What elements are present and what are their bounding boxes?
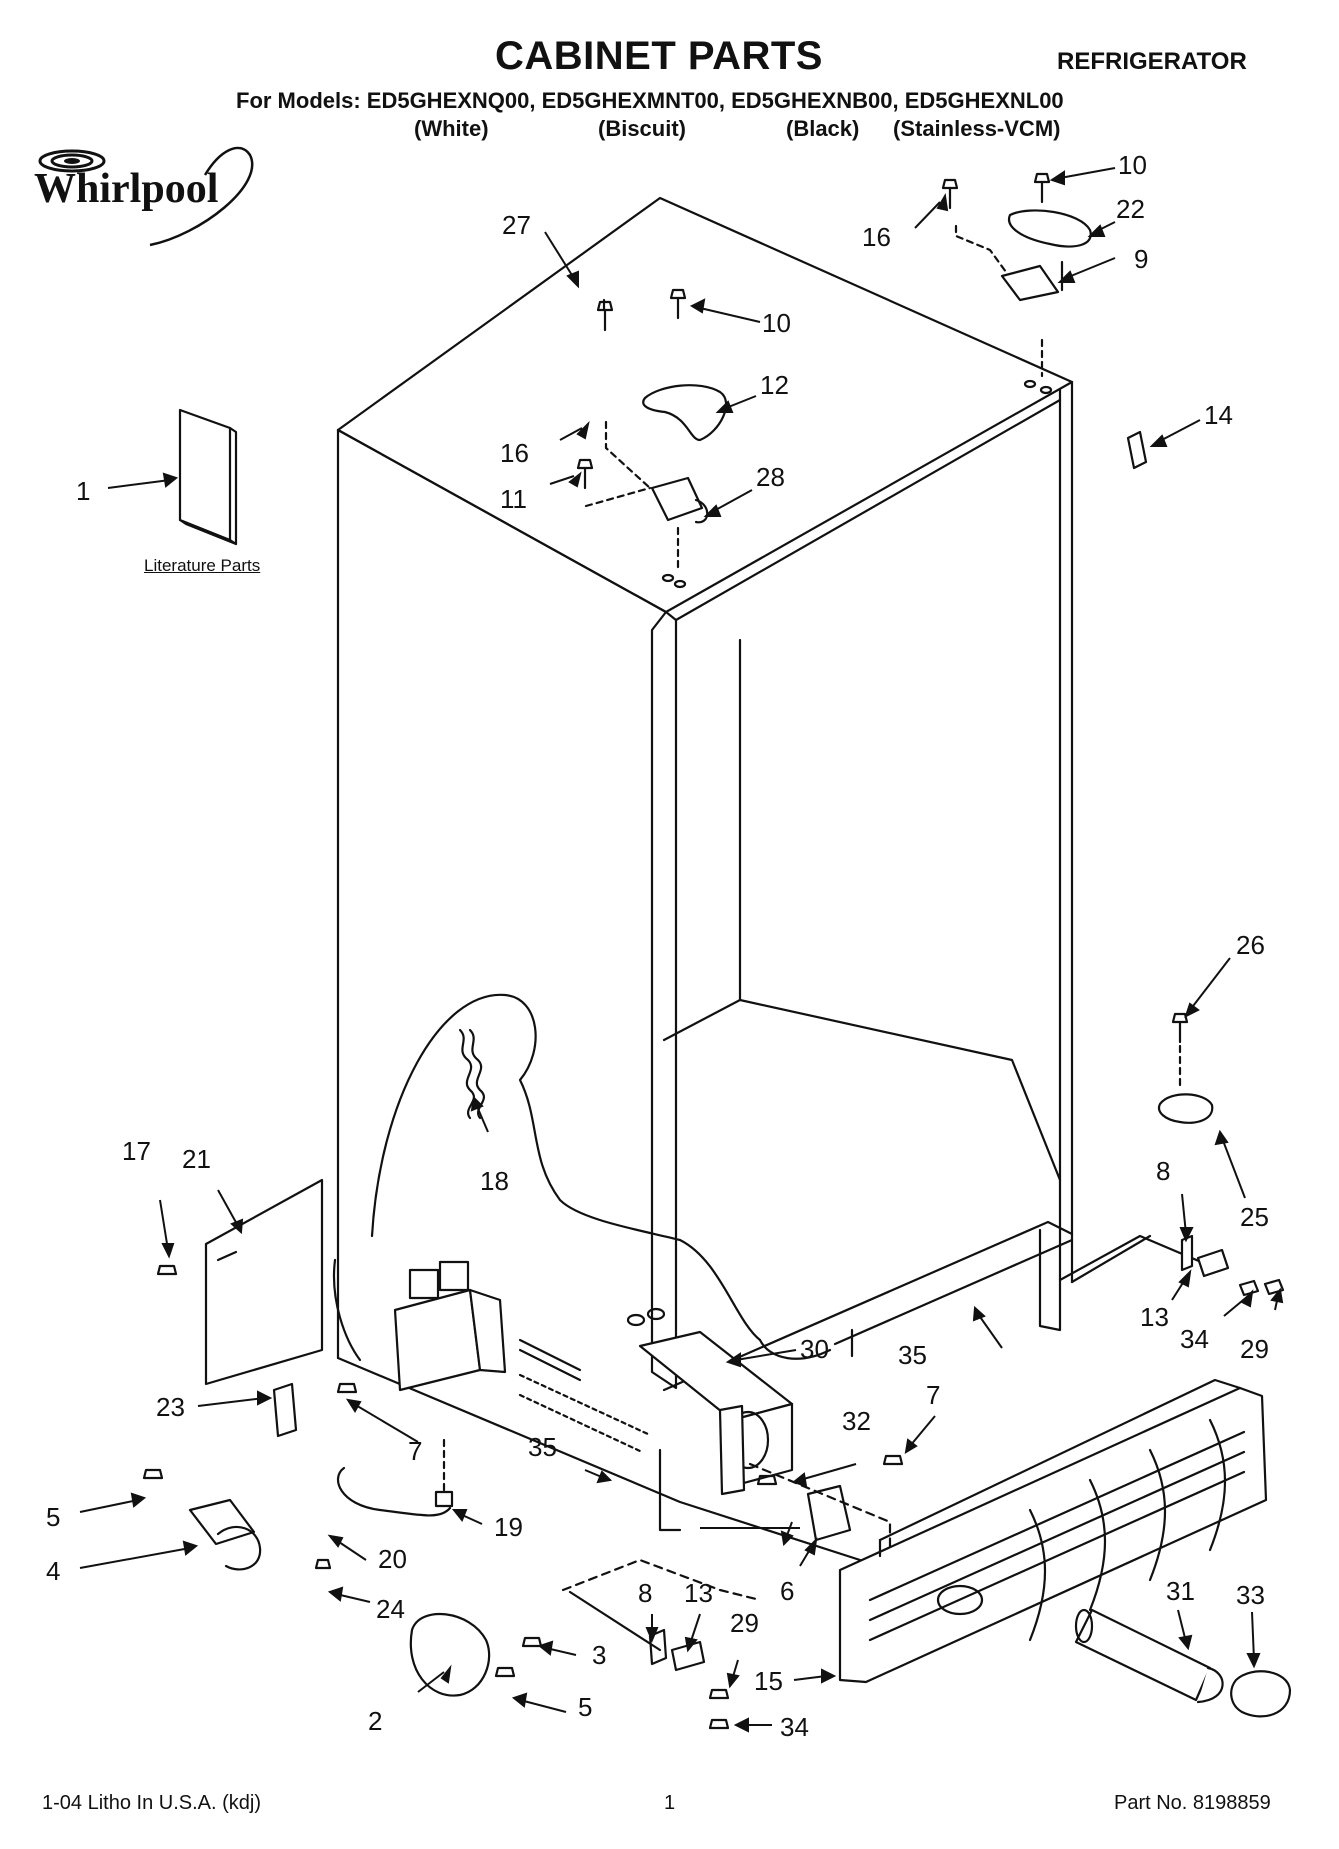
variant-stainless: (Stainless-VCM)	[893, 116, 1061, 141]
literature-parts-label: Literature Parts	[144, 556, 261, 575]
literature-booklet	[178, 408, 238, 546]
drain-hose	[458, 1028, 486, 1120]
right-rear-bracket	[1058, 1234, 1285, 1297]
callout-29b: 29	[1240, 1334, 1269, 1364]
callout-32: 32	[842, 1406, 871, 1436]
callout-9: 9	[1134, 244, 1148, 274]
callout-2: 2	[368, 1706, 382, 1736]
part-number: Part No. 8198859	[1114, 1792, 1271, 1814]
cutaway-outline	[370, 993, 832, 1360]
callout-5: 5	[46, 1502, 60, 1532]
callout-29: 29	[730, 1608, 759, 1638]
roller-assembly	[188, 1498, 262, 1571]
screws-lower	[142, 1264, 904, 1730]
screws-upper	[576, 172, 1189, 1044]
callout-1: 1	[76, 476, 90, 506]
callout-7: 7	[408, 1436, 422, 1466]
front-left-bracket	[648, 1628, 668, 1666]
callout-5b: 5	[578, 1692, 592, 1722]
callout-14: 14	[1204, 400, 1233, 430]
water-valve-assembly	[393, 1260, 652, 1453]
callout-20: 20	[378, 1544, 407, 1574]
callout-34b: 34	[1180, 1324, 1209, 1354]
top-hinge-right	[954, 209, 1092, 395]
callout-25: 25	[1240, 1202, 1269, 1232]
callout-18: 18	[480, 1166, 509, 1196]
filter-bracket	[806, 1484, 852, 1542]
callout-19: 19	[494, 1512, 523, 1542]
water-filter	[1074, 1608, 1292, 1718]
litho-note: 1-04 Litho In U.S.A. (kdj)	[42, 1792, 261, 1814]
callout-7b: 7	[926, 1380, 940, 1410]
callout-16: 16	[862, 222, 891, 252]
variant-biscuit: (Biscuit)	[598, 116, 686, 141]
mounting-bracket	[272, 1382, 298, 1438]
callout-3: 3	[592, 1640, 606, 1670]
brand-logo: Whirlpool	[30, 135, 270, 255]
callout-21: 21	[182, 1144, 211, 1174]
callout-8: 8	[638, 1578, 652, 1608]
callout-numbers: 1 2 3 4 5 5 6 7 7 8 8 9 10 10 11 12 13 1…	[46, 150, 1269, 1742]
toe-grille	[838, 1378, 1268, 1684]
appliance-category: REFRIGERATOR	[1057, 48, 1247, 75]
callout-8b: 8	[1156, 1156, 1170, 1186]
whirlpool-swirl-icon	[38, 146, 254, 247]
callout-35b: 35	[898, 1340, 927, 1370]
callout-22: 22	[1116, 194, 1145, 224]
callout-31: 31	[1166, 1576, 1195, 1606]
callout-12: 12	[760, 370, 789, 400]
callout-34: 34	[780, 1712, 809, 1742]
callout-13: 13	[684, 1578, 713, 1608]
callout-15: 15	[754, 1666, 783, 1696]
callout-28: 28	[756, 462, 785, 492]
callout-26: 26	[1236, 930, 1265, 960]
callout-4: 4	[46, 1556, 60, 1586]
callout-10b: 10	[762, 308, 791, 338]
page-number: 1	[664, 1792, 676, 1814]
rear-access-cover	[204, 1178, 324, 1386]
callout-30: 30	[800, 1334, 829, 1364]
callout-17: 17	[122, 1136, 151, 1166]
leader-lines	[79, 167, 1284, 1733]
door-stop-clip	[1126, 430, 1148, 470]
callout-24: 24	[376, 1594, 405, 1624]
callout-27: 27	[502, 210, 531, 240]
variant-white: (White)	[414, 116, 489, 141]
callout-16b: 16	[500, 438, 529, 468]
models-line: For Models: ED5GHEXNQ00, ED5GHEXMNT00, E…	[236, 88, 1064, 113]
callout-23: 23	[156, 1392, 185, 1422]
filter-housing	[626, 1307, 794, 1496]
water-tube	[336, 1466, 452, 1517]
callout-6: 6	[780, 1576, 794, 1606]
brand-name: Whirlpool	[34, 166, 219, 212]
callout-10: 10	[1118, 150, 1147, 180]
page-title: CABINET PARTS	[495, 34, 823, 78]
callout-35: 35	[528, 1432, 557, 1462]
callout-11: 11	[500, 484, 527, 514]
callout-13b: 13	[1140, 1302, 1169, 1332]
leveling-leg	[1157, 1093, 1214, 1124]
wiring-cover	[409, 1612, 491, 1697]
variant-black: (Black)	[786, 116, 860, 141]
top-hinge-center	[584, 298, 728, 589]
callout-33: 33	[1236, 1580, 1265, 1610]
